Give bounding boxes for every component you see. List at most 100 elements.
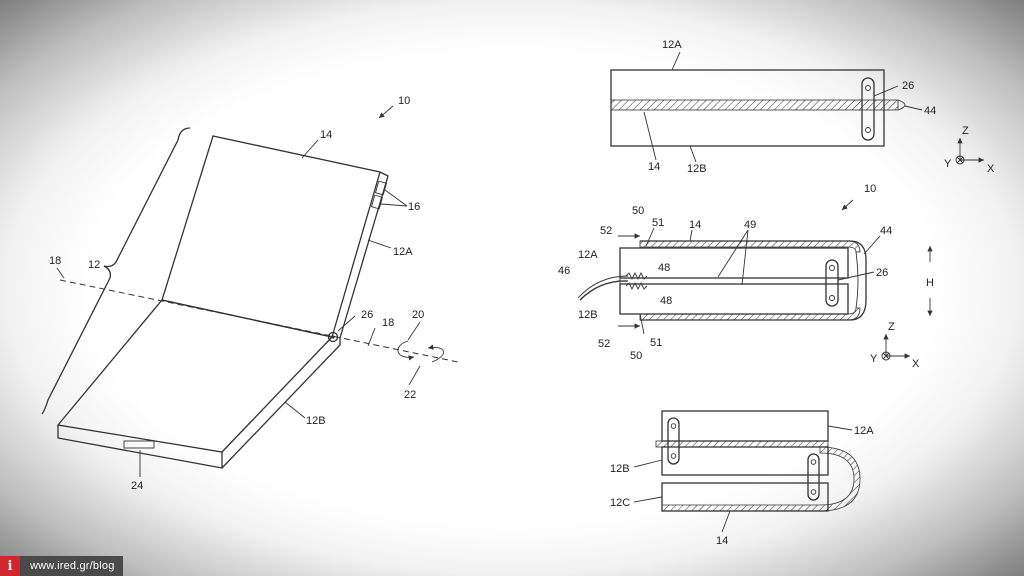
leader-br-12B bbox=[633, 459, 663, 468]
leader-22 bbox=[408, 365, 421, 386]
rotation-arrow-20 bbox=[397, 340, 415, 361]
top-right-flex-layer bbox=[610, 99, 899, 111]
tr-label-14: 14 bbox=[648, 161, 660, 173]
fold-axis-18 bbox=[59, 279, 459, 363]
figure-folded-device: 10 14 16 12A 12 18 18 26 20 22 12B 24 bbox=[41, 95, 459, 492]
leader-mid-49a bbox=[717, 229, 749, 278]
leader-18a bbox=[56, 267, 65, 279]
label-22: 22 bbox=[404, 389, 416, 401]
leader-16a bbox=[384, 189, 408, 207]
leader-mid-26 bbox=[837, 271, 875, 281]
mid-label-10: 10 bbox=[864, 183, 876, 195]
label-18-a: 18 bbox=[49, 255, 61, 267]
tr-label-12B: 12B bbox=[687, 163, 707, 175]
mid-spring-48 bbox=[625, 271, 648, 291]
leader-br-14 bbox=[721, 510, 731, 533]
br-label-14: 14 bbox=[716, 535, 728, 547]
mid-label-44: 44 bbox=[880, 225, 892, 237]
bottom-housing-12A bbox=[661, 410, 829, 442]
leader-tr-14 bbox=[643, 111, 657, 161]
mid-pin-a bbox=[829, 265, 835, 271]
watermark-url: www.ired.gr/blog bbox=[30, 560, 115, 572]
mid-flex-curve bbox=[855, 251, 859, 309]
leader-mid-44 bbox=[863, 235, 881, 255]
bottom-pin-right-b bbox=[810, 489, 817, 495]
leader-12A-left bbox=[367, 239, 392, 249]
mid-label-h: H bbox=[926, 277, 934, 289]
mid-label-49: 49 bbox=[744, 219, 756, 231]
mid-label-50-bottom: 50 bbox=[630, 350, 642, 362]
axis2-x-label: X bbox=[912, 358, 920, 370]
bottom-hinge-left bbox=[667, 417, 680, 465]
side-button-16-a bbox=[374, 180, 388, 196]
top-right-pin-a bbox=[865, 85, 871, 91]
mid-label-14: 14 bbox=[689, 219, 701, 231]
upper-panel-edge bbox=[339, 171, 389, 339]
mid-hinge-link bbox=[825, 259, 839, 307]
leader-mid-10 bbox=[841, 199, 854, 211]
bottom-pin-left-a bbox=[670, 423, 677, 429]
top-right-hinge-link bbox=[861, 77, 875, 141]
mid-label-12B: 12B bbox=[578, 309, 598, 321]
leader-14-left bbox=[301, 139, 319, 159]
rotation-arrow-22 bbox=[427, 344, 444, 363]
mid-flex-top bbox=[639, 240, 861, 253]
axis-indicator-1: Z Y X bbox=[944, 125, 995, 175]
label-12B-left: 12B bbox=[306, 415, 326, 427]
lower-panel-12B bbox=[56, 299, 334, 453]
axis1-y-label: Y bbox=[944, 158, 952, 170]
figure-middle-right: 10 50 52 51 14 49 44 12A 46 48 48 26 12B… bbox=[558, 183, 934, 370]
leader-mid-14 bbox=[689, 229, 693, 242]
leader-mid-49b bbox=[741, 229, 749, 286]
mid-label-48-bottom: 48 bbox=[660, 295, 672, 307]
side-button-16-b bbox=[370, 194, 384, 210]
port-24 bbox=[123, 440, 155, 449]
tr-label-26: 26 bbox=[902, 80, 914, 92]
mid-label-51-bottom: 51 bbox=[650, 337, 662, 349]
label-12A-left: 12A bbox=[393, 246, 413, 258]
label-16: 16 bbox=[408, 201, 420, 213]
label-20: 20 bbox=[412, 309, 424, 321]
mid-label-12A: 12A bbox=[578, 249, 598, 261]
mid-cable-46 bbox=[579, 280, 629, 301]
mid-pin-b bbox=[829, 295, 835, 301]
bottom-hinge-right bbox=[807, 453, 820, 501]
hinge-26-pin bbox=[331, 335, 335, 339]
top-right-bend-44 bbox=[897, 99, 906, 111]
tr-label-12A: 12A bbox=[662, 39, 682, 51]
ired-logo-icon: i bbox=[0, 556, 20, 576]
label-12-left: 12 bbox=[88, 259, 100, 271]
label-10-left: 10 bbox=[398, 95, 410, 107]
tr-label-44: 44 bbox=[924, 105, 936, 117]
leader-mid-51-top bbox=[645, 227, 655, 247]
lower-panel-side bbox=[221, 338, 341, 469]
leader-20 bbox=[407, 321, 421, 341]
axis2-z-label: Z bbox=[888, 321, 895, 333]
mid-label-26: 26 bbox=[876, 267, 888, 279]
label-24: 24 bbox=[131, 480, 143, 492]
axis-indicator-2: Z Y X bbox=[870, 321, 920, 370]
top-right-pin-b bbox=[865, 127, 871, 133]
leader-26-left bbox=[337, 315, 356, 332]
mid-label-48-top: 48 bbox=[658, 262, 670, 274]
mid-housing-12A bbox=[619, 247, 849, 279]
leader-br-12C bbox=[633, 496, 663, 503]
mid-housing-12B bbox=[619, 283, 849, 315]
mid-outer-shell bbox=[640, 240, 867, 321]
figure-top-right: 12A 26 44 14 12B Z Y X bbox=[610, 39, 995, 175]
figure-bottom-right: 12A 12B 12C 14 bbox=[610, 410, 874, 547]
leader-mid-51-bottom bbox=[639, 313, 645, 335]
mid-cable-46b bbox=[577, 275, 629, 299]
bottom-pin-left-b bbox=[670, 453, 677, 459]
br-label-12B: 12B bbox=[610, 463, 630, 475]
bottom-housing-12B bbox=[661, 446, 829, 476]
watermark-bar: i www.ired.gr/blog bbox=[0, 556, 123, 576]
bottom-pin-right-a bbox=[810, 459, 817, 465]
br-label-12C: 12C bbox=[610, 497, 630, 509]
brace-12 bbox=[41, 127, 191, 415]
mid-label-51-top: 51 bbox=[652, 217, 664, 229]
leader-br-12A bbox=[827, 425, 853, 431]
leader-tr-12A bbox=[671, 51, 681, 71]
